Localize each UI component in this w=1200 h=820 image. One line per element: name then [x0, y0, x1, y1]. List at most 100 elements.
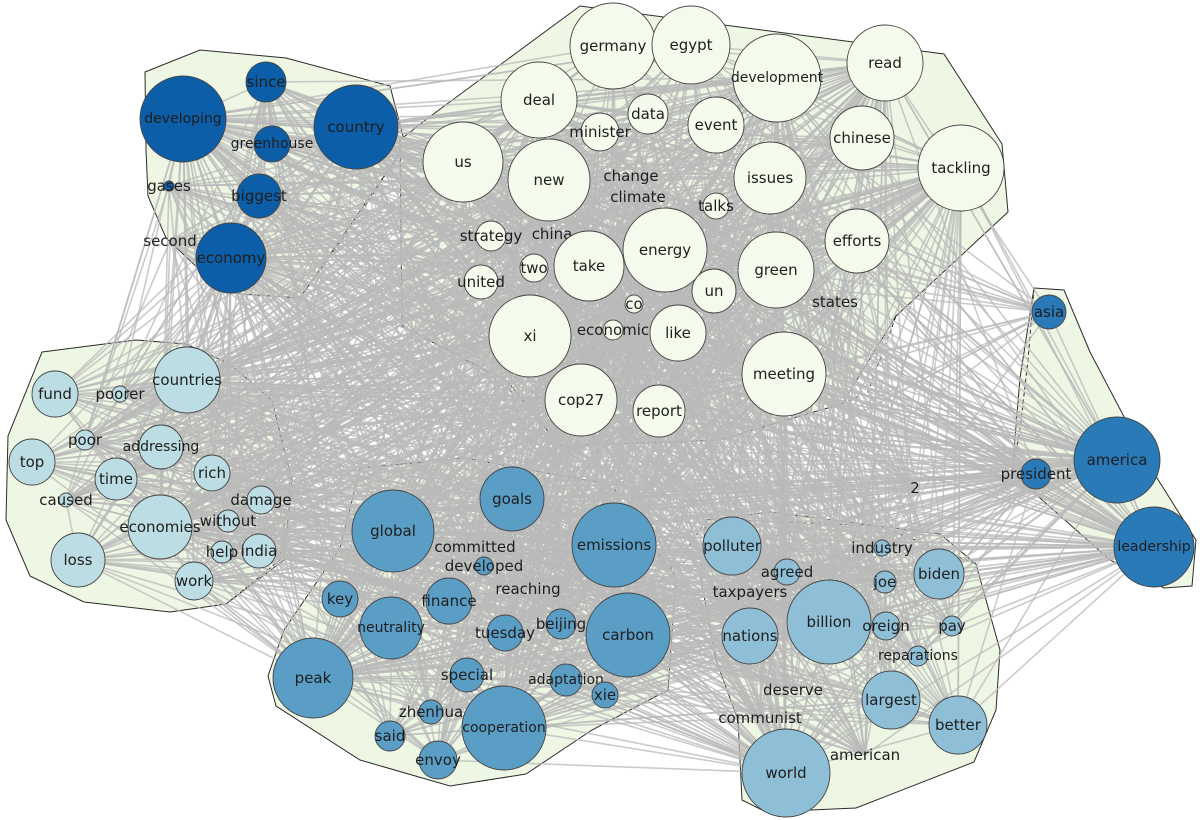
edge-world-countries: [186, 379, 787, 774]
node-key: key: [321, 580, 359, 618]
node-label: president: [1001, 465, 1072, 483]
edge-caused-poorer: [65, 393, 121, 501]
node-circle-un: [691, 268, 737, 314]
node-label: like: [665, 324, 691, 342]
node-development: development: [731, 33, 824, 123]
edge-deserve-without: [227, 520, 794, 691]
edge-largest-tackling: [890, 167, 962, 701]
edge-deal-issues: [538, 99, 771, 179]
node-circle-pay: [941, 615, 963, 637]
edge-gases-poor: [84, 185, 170, 441]
edge-china-world: [551, 233, 787, 774]
node-label: agreed: [761, 563, 814, 581]
node-economy: economy: [195, 222, 267, 294]
edge-committed-billion: [474, 546, 830, 623]
node-label: caused: [39, 491, 93, 509]
node-biggest: biggest: [231, 173, 287, 219]
node-leadership: leadership: [1113, 506, 1195, 588]
node-economies: economies: [119, 494, 201, 560]
node-xie: xie: [591, 681, 619, 709]
edge-economy-developed: [230, 257, 485, 567]
edge-addressing-green: [160, 269, 777, 448]
edge-goals-rich: [211, 472, 513, 500]
edge-poor-second: [84, 240, 171, 441]
edge-united-co: [480, 281, 635, 305]
node-label: co: [625, 295, 642, 313]
node-circle-since: [245, 61, 287, 103]
node-circle-caused: [58, 492, 74, 508]
edge-2-chinese: [861, 137, 916, 489]
node-president: president: [1001, 458, 1072, 490]
node-american: american: [830, 746, 900, 764]
node-circle-largest: [861, 670, 921, 730]
node-label: oreign: [862, 617, 909, 635]
node-circle-nations: [721, 607, 779, 665]
node-label: billion: [807, 613, 852, 631]
node-taxpayers: taxpayers: [713, 583, 788, 601]
node-chinese: chinese: [829, 105, 895, 171]
node-neutrality: neutrality: [357, 596, 425, 660]
edge-leadership-gases: [168, 185, 1155, 548]
edge-polluter-germany: [612, 45, 733, 547]
node-label: since: [247, 73, 286, 91]
node-label: gases: [147, 177, 191, 195]
node-label: meeting: [753, 365, 815, 383]
node-label: help: [206, 543, 238, 561]
node-label: nations: [722, 627, 777, 645]
node-label: germany: [580, 37, 647, 55]
node-label: zhenhua: [399, 703, 463, 721]
node-emissions: emissions: [571, 502, 657, 588]
node-label: top: [20, 453, 45, 471]
node-label: without: [200, 512, 257, 530]
edge-meeting-india: [258, 373, 785, 552]
node-circle-energy: [622, 207, 708, 293]
edge-communist-rich: [211, 472, 761, 719]
edge-leadership-better: [957, 546, 1155, 726]
node-label: leadership: [1117, 539, 1190, 555]
edge-work-biden: [193, 573, 940, 582]
node-help: help: [206, 540, 238, 564]
edge-green-asia: [775, 269, 1050, 313]
node-circle-top: [8, 438, 56, 486]
edge-peak-better: [312, 677, 959, 726]
node-circle-event: [687, 96, 745, 154]
edge-developing-poorer: [119, 118, 184, 395]
node-circle-polluter: [702, 516, 762, 576]
edge-taxpayers-peak: [312, 591, 751, 679]
node-loss: loss: [50, 532, 106, 588]
node-two: two: [519, 253, 549, 283]
node-label: united: [457, 273, 505, 291]
node-circle-country: [313, 84, 399, 170]
node-label: said: [375, 727, 406, 745]
node-label: deal: [523, 91, 555, 109]
node-germany: germany: [569, 2, 657, 90]
node-cop27: cop27: [544, 363, 618, 437]
edge-carbon-since: [265, 81, 629, 636]
node-label: tuesday: [475, 624, 535, 642]
edge-data-reaching: [527, 113, 649, 590]
node-label: china: [532, 225, 573, 243]
edge-issues-america: [769, 177, 1118, 461]
node-circle-asia: [1031, 294, 1067, 330]
node-circle-emissions: [571, 502, 657, 588]
node-label: rich: [198, 464, 226, 482]
node-deserve: deserve: [763, 681, 823, 699]
node-circle-beijing: [545, 608, 577, 640]
node-better: better: [928, 695, 988, 755]
node-circle-time: [94, 457, 138, 501]
node-circle-developing: [139, 75, 227, 163]
node-adaptation: adaptation: [528, 663, 604, 697]
node-circle-poor: [74, 429, 96, 451]
node-united: united: [457, 264, 505, 300]
node-label: polluter: [703, 537, 762, 555]
edge-economy-fund: [54, 257, 232, 395]
node-poor: poor: [68, 429, 103, 451]
node-circle-leadership: [1113, 506, 1195, 588]
node-label: communist: [718, 709, 802, 727]
node-label: largest: [865, 691, 917, 709]
node-circle-without: [216, 509, 240, 533]
node-circle-addressing: [138, 424, 184, 470]
node-envoy: envoy: [415, 740, 461, 780]
edge-without-us: [227, 161, 464, 522]
node-circle-issues: [733, 141, 807, 215]
